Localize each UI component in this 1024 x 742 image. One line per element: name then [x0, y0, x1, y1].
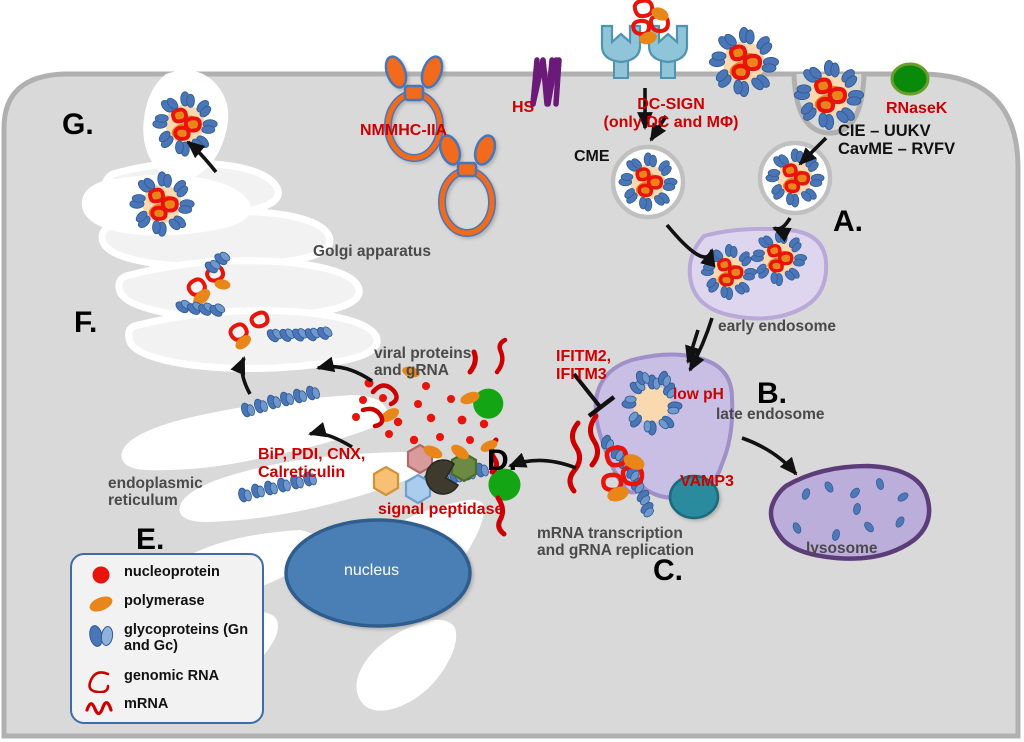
step-letter-d: D.: [487, 444, 517, 477]
legend-panel: nucleoprotein polymerase glycoproteins (…: [70, 553, 264, 724]
chaperone-hexagons: [372, 443, 478, 505]
virion-at-invagination: [794, 60, 863, 129]
label-late-endosome: late endosome: [716, 406, 825, 423]
step-letter-c: C.: [653, 554, 683, 587]
legend-label-glycoproteins: glycoproteins (Gn and Gc): [124, 622, 249, 654]
legend-item-genomic-rna: genomic RNA: [82, 668, 220, 693]
mrna-squiggle-icon: [82, 697, 120, 715]
label-hs: HS: [512, 99, 535, 116]
nmmhc-iia-receptor-1: [384, 55, 444, 162]
legend-item-mrna: mRNA: [82, 696, 169, 715]
label-ifitm: IFITM2, IFITM3: [556, 348, 612, 383]
legend-label-polymerase: polymerase: [124, 593, 205, 609]
ribosome-green-er: [488, 468, 521, 501]
assembling-particles-golgi: [173, 248, 335, 350]
legend-label-genomic-rna: genomic RNA: [124, 668, 220, 684]
label-low-ph: low pH: [673, 386, 724, 403]
step-letter-b: B.: [757, 377, 787, 410]
early-endosome-virion-2: [749, 228, 809, 288]
label-cme: CME: [574, 148, 610, 165]
legend-item-glycoproteins: glycoproteins (Gn and Gc): [82, 622, 262, 654]
virion-on-dcsign: [631, 0, 671, 45]
label-dc-sign: DC-SIGN (only DC and MΦ): [603, 96, 739, 131]
label-chaperones: BiP, PDI, CNX, Calreticulin: [258, 446, 366, 481]
free-virion-extracellular: [709, 27, 778, 96]
label-transcription: mRNA transcription and gRNA replication: [537, 525, 695, 560]
legend-label-nucleoprotein: nucleoprotein: [124, 564, 220, 580]
polymerase-oval-icon: [82, 594, 120, 614]
dc-sign-receptor-2: [647, 24, 689, 79]
label-signal-peptidase: signal peptidase: [378, 501, 504, 518]
pathway-arrows: [186, 115, 828, 476]
lysosome: [768, 463, 932, 561]
arrow-to-late-endosome: [685, 329, 701, 364]
cie-vesicle-virion: [764, 147, 826, 209]
genomic-rna-loop-icon: [82, 669, 120, 693]
step-letter-a: A.: [833, 205, 863, 238]
signal-peptidase-icon: [425, 459, 460, 495]
legend-item-polymerase: polymerase: [82, 593, 205, 614]
vesicle-virion-lower: [127, 169, 197, 239]
heparan-sulfate-icon: [530, 57, 562, 107]
label-golgi: Golgi apparatus: [313, 243, 431, 260]
dc-sign-receptor-1: [600, 24, 642, 79]
label-er: endoplasmic reticulum: [108, 475, 203, 510]
glycoprotein-pair-icon: [82, 623, 120, 649]
nmmhc-iia-receptor-2: [438, 134, 497, 237]
ifitm-inhibition-arrow: [572, 372, 616, 418]
nucleoprotein-dot-icon: [82, 565, 120, 585]
viral-protein-scatter: [352, 337, 508, 460]
label-early-endosome: early endosome: [718, 318, 837, 335]
nucleus: [284, 518, 472, 628]
label-viral-proteins: viral proteins and gRNA: [374, 345, 472, 380]
cme-vesicle-virion: [617, 151, 679, 213]
vamp3-vesicle: [668, 474, 720, 520]
legend-item-nucleoprotein: nucleoprotein: [82, 564, 220, 585]
released-genome: [567, 413, 645, 502]
label-rnasek: RNaseK: [886, 100, 948, 117]
label-nmmhc-iia: NMMHC-IIA: [360, 122, 448, 139]
label-lysosome: lysosome: [806, 540, 878, 557]
label-vamp3: VAMP3: [680, 473, 734, 490]
step-letter-e: E.: [136, 523, 165, 556]
label-nucleus: nucleus: [344, 562, 400, 579]
label-cie-cavme: CIE – UUKV CavME – RVFV: [838, 122, 956, 159]
legend-label-mrna: mRNA: [124, 696, 169, 712]
step-letter-g: G.: [62, 108, 94, 141]
vesicle-virion-top: [150, 89, 220, 159]
ribosome-green-cytosol: [473, 388, 504, 419]
uncoated-particle: [621, 368, 683, 436]
rnasek-receptor: [890, 62, 930, 96]
step-letter-f: F.: [74, 306, 98, 339]
